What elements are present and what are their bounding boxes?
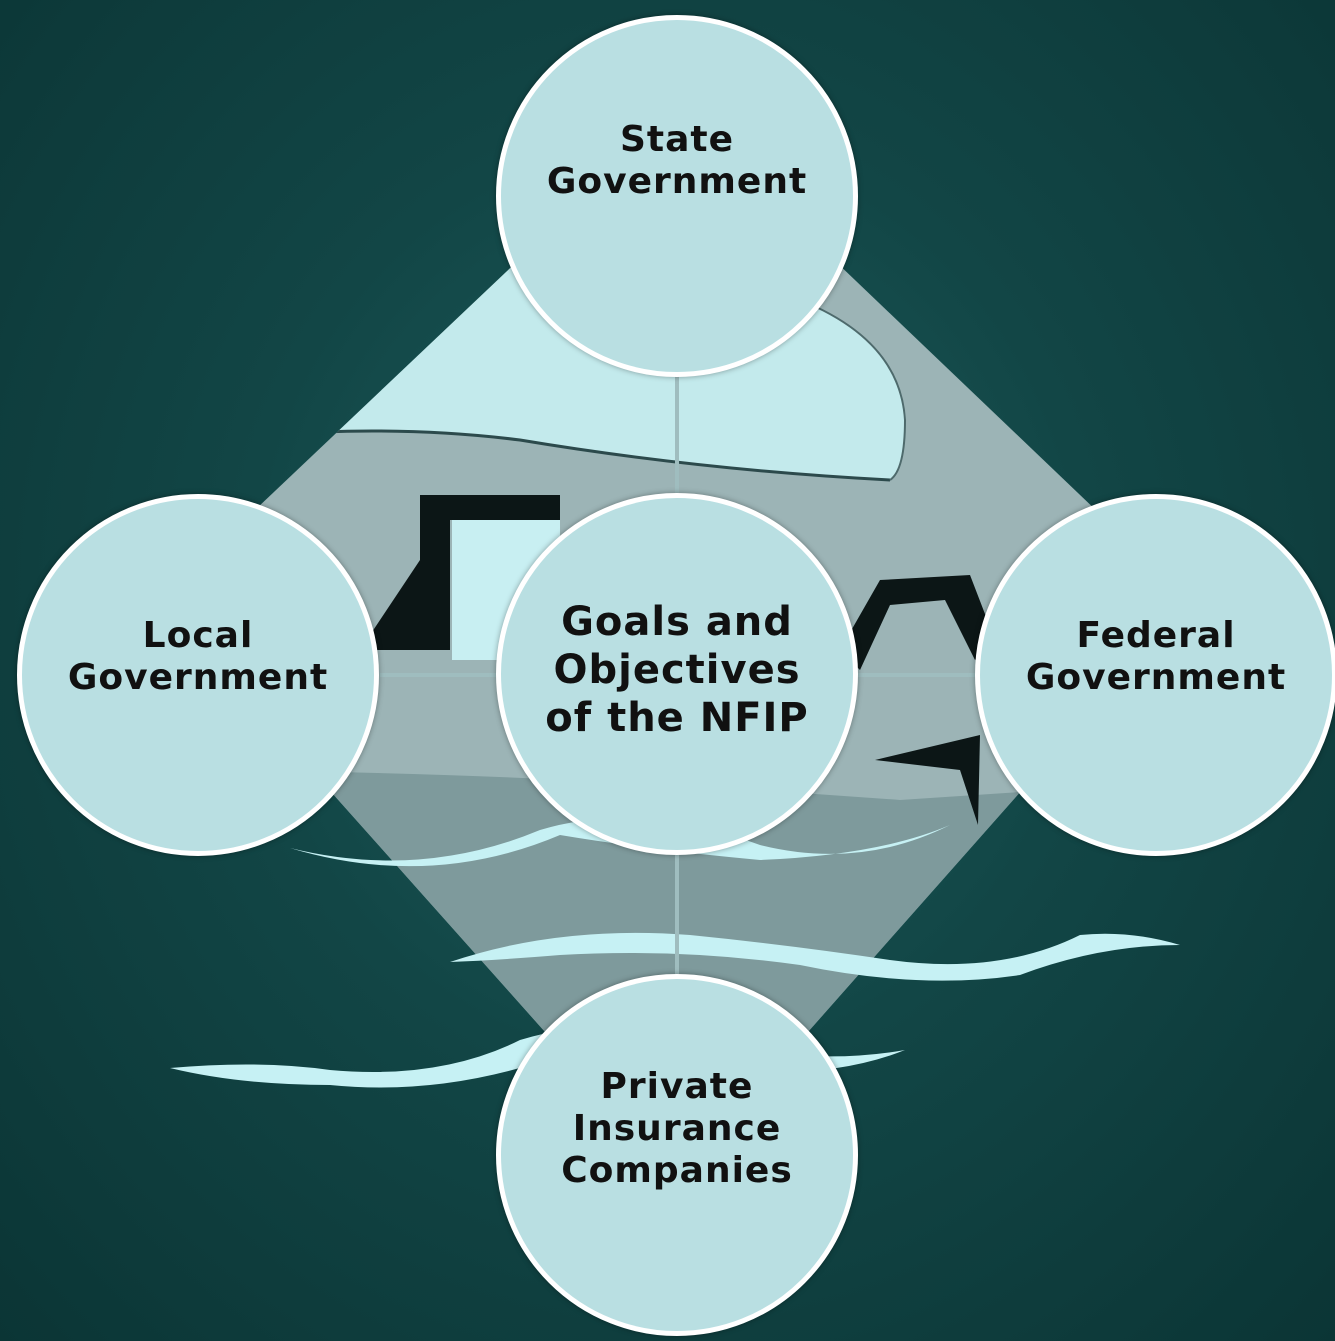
state-government-node: State Government xyxy=(496,15,858,377)
local-government-label: Local Government xyxy=(67,615,329,698)
private-insurance-companies-label: Private Insurance Companies xyxy=(561,1066,793,1191)
emblem-sky-edge xyxy=(269,429,891,482)
emblem-house-right xyxy=(840,575,995,670)
emblem-moon-edge xyxy=(799,299,907,481)
wave-2 xyxy=(450,932,1180,981)
federal-government-label: Federal Government xyxy=(1025,615,1287,698)
nfip-goals-label: Goals and Objectives of the NFIP xyxy=(545,599,809,741)
emblem-arrow xyxy=(875,735,980,825)
state-government-label: State Government xyxy=(546,119,808,202)
emblem-house-left xyxy=(360,495,560,650)
nfip-goals-center-node: Goals and Objectives of the NFIP xyxy=(496,493,858,855)
federal-government-node: Federal Government xyxy=(975,494,1335,856)
private-insurance-companies-node: Private Insurance Companies xyxy=(496,974,858,1336)
local-government-node: Local Government xyxy=(17,494,379,856)
